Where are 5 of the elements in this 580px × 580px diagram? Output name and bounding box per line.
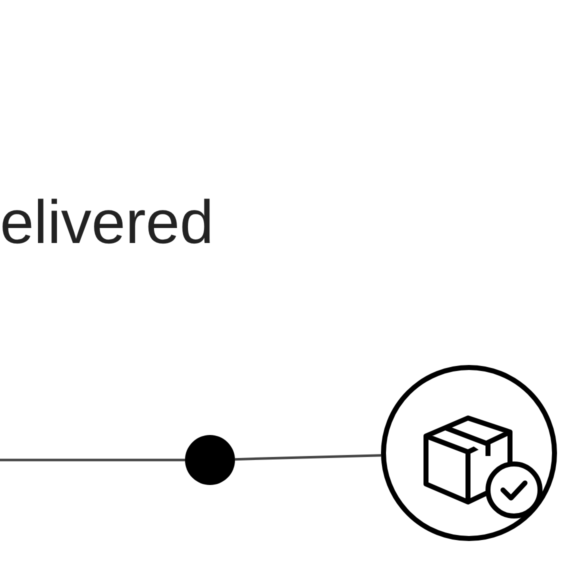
connector-line [0, 458, 185, 462]
timeline-dot [185, 435, 235, 485]
status-circle [381, 365, 557, 541]
status-label: elivered [0, 192, 214, 253]
connector-line [234, 454, 382, 461]
